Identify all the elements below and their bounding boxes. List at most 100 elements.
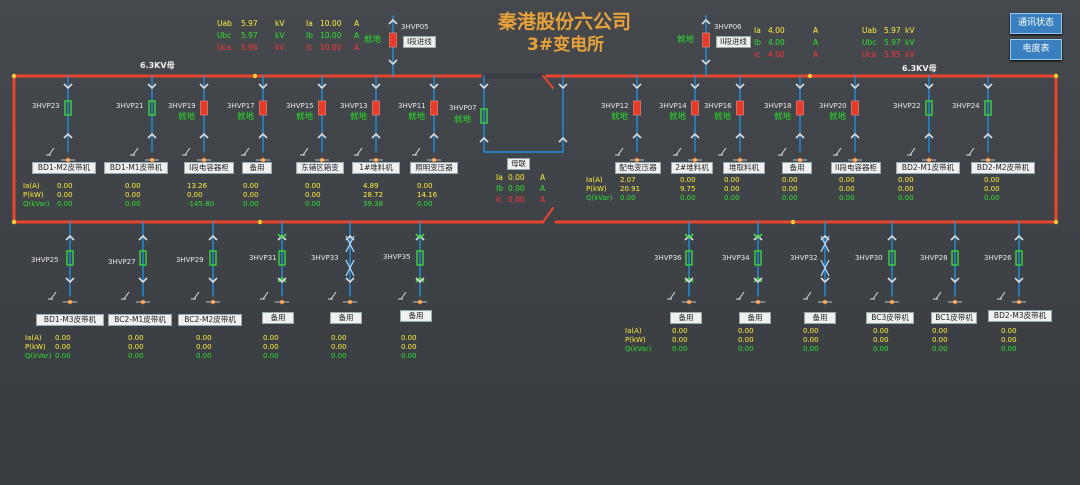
meter-label: Ic (754, 50, 761, 59)
feeder-label[interactable]: BC2-M2皮带机 (178, 314, 242, 326)
feeder-id: 3HVP25 (31, 256, 59, 264)
feeder-id: 3HVP28 (920, 254, 948, 262)
measurement-value: 0.00 (55, 352, 71, 360)
feeder-id: 3HVP15 (286, 102, 314, 110)
feeder-label[interactable]: 东辅区箱变 (296, 162, 344, 174)
feeder-label[interactable]: 2#堆料机 (671, 162, 713, 174)
feeder-id: 3HVP14 (659, 102, 687, 110)
measurement-value: -145.80 (187, 200, 215, 208)
measurement-value: 0.00 (331, 343, 347, 351)
feeder-id: 3HVP24 (952, 102, 980, 110)
measurement-value: 0.00 (305, 200, 321, 208)
isolator-chevron (65, 234, 75, 241)
meter-label: Ia (754, 26, 761, 35)
isolator-chevron (199, 132, 209, 139)
feeder-label[interactable]: 1#堆料机 (352, 162, 400, 174)
feeder-label[interactable]: BC3皮带机 (866, 312, 914, 324)
feeder-label[interactable]: 备用 (400, 310, 432, 322)
meas-labels-upper-right: Ia(A)P(kW)Q(kVar) (586, 176, 612, 203)
isolator-chevron-green (753, 276, 763, 283)
isolator-chevron (479, 136, 489, 143)
meter-unit: kV (275, 43, 285, 52)
ground-switch (130, 147, 139, 156)
meter-value: 0.00 (508, 195, 525, 204)
isolator-chevron (632, 132, 642, 139)
isolator-chevron (795, 132, 805, 139)
comm-status-button[interactable]: 通讯状态 (1010, 13, 1062, 34)
breaker-open (951, 250, 959, 266)
feeder-label[interactable]: BD2-M2皮带机 (971, 162, 1035, 174)
feeder-label[interactable]: 备用 (739, 312, 771, 324)
feeder-id: 3HVP18 (764, 102, 792, 110)
isolator-chevron (701, 59, 711, 66)
measurement-value: 9.75 (680, 185, 696, 193)
feeder-label[interactable]: I段电容器柜 (184, 162, 234, 174)
measurement-value: 0.00 (187, 191, 203, 199)
ground-switch (736, 291, 745, 300)
bus-node (11, 219, 17, 225)
meter-value: 4.00 (768, 38, 785, 47)
feeder-label[interactable]: BD1-M1皮带机 (104, 162, 168, 174)
measurement-value: 0.00 (55, 343, 71, 351)
isolator-chevron (63, 83, 73, 90)
measurement-value: 28.72 (363, 191, 384, 199)
meas-labels-lower-left: Ia(A)P(kW)Q(kVar) (25, 334, 51, 361)
isolator-chevron (950, 277, 960, 284)
feeder-label[interactable]: 堆取料机 (723, 162, 765, 174)
incoming-label[interactable]: II段进线 (716, 36, 751, 48)
feeder-label[interactable]: 备用 (242, 162, 272, 174)
local-status: 就地 (178, 112, 196, 122)
measurement-value: 0.00 (873, 345, 889, 353)
feeder-label[interactable]: 备用 (262, 312, 294, 324)
feeder-label[interactable]: II段电容器柜 (831, 162, 881, 174)
bus-node (252, 73, 258, 79)
feeder-label[interactable]: BD2-M1皮带机 (896, 162, 960, 174)
feeder-label[interactable]: 备用 (670, 312, 702, 324)
isolator-chevron (388, 18, 398, 25)
meter-value: 5.97 (884, 38, 901, 47)
feeder-label[interactable]: 照明变压器 (410, 162, 458, 174)
feeder-label[interactable]: 配电变压器 (615, 162, 661, 174)
company-title: 秦港股份六公司 (498, 11, 632, 33)
bus-corner (542, 207, 554, 223)
meter-unit: A (813, 26, 819, 35)
measurement-value: 0.00 (738, 345, 754, 353)
measurement-value: 0.00 (898, 176, 914, 184)
energy-table-button[interactable]: 电度表 (1010, 39, 1062, 60)
measurement-value: 0.00 (263, 343, 279, 351)
measurement-value: 0.00 (263, 352, 279, 360)
ground-switch (673, 147, 682, 156)
feeder-label[interactable]: BD1-M3皮带机 (36, 314, 104, 326)
meter-label: Ic (306, 43, 313, 52)
meter-unit: A (813, 38, 819, 47)
feeder-label[interactable]: 备用 (782, 162, 812, 174)
measurement-value: 0.00 (724, 176, 740, 184)
bus-node (11, 73, 17, 79)
ground-switch (46, 147, 55, 156)
measurement-value: 0.00 (839, 194, 855, 202)
measurement-value: 0.00 (417, 200, 433, 208)
feeder-label[interactable]: 备用 (330, 312, 362, 324)
meter-value: 5.97 (241, 31, 258, 40)
feeder-id: 3HVP17 (227, 102, 255, 110)
tie-label[interactable]: 母联 (507, 158, 530, 170)
feeder-label[interactable]: BC2-M1皮带机 (108, 314, 172, 326)
meter-value: 0.00 (508, 173, 525, 182)
feeder-label[interactable]: 备用 (804, 312, 836, 324)
feeder-label[interactable]: BC1皮带机 (931, 312, 977, 324)
feeder-label[interactable]: BD2-M3皮带机 (988, 310, 1052, 322)
feeder-label[interactable]: BD1-M2皮带机 (32, 162, 96, 174)
incoming-label[interactable]: I段进线 (403, 36, 436, 48)
isolator-chevron (429, 83, 439, 90)
feeder-id: 3HVP36 (654, 254, 682, 262)
measurement-value: 0.00 (243, 200, 259, 208)
breaker-closed (372, 100, 380, 116)
